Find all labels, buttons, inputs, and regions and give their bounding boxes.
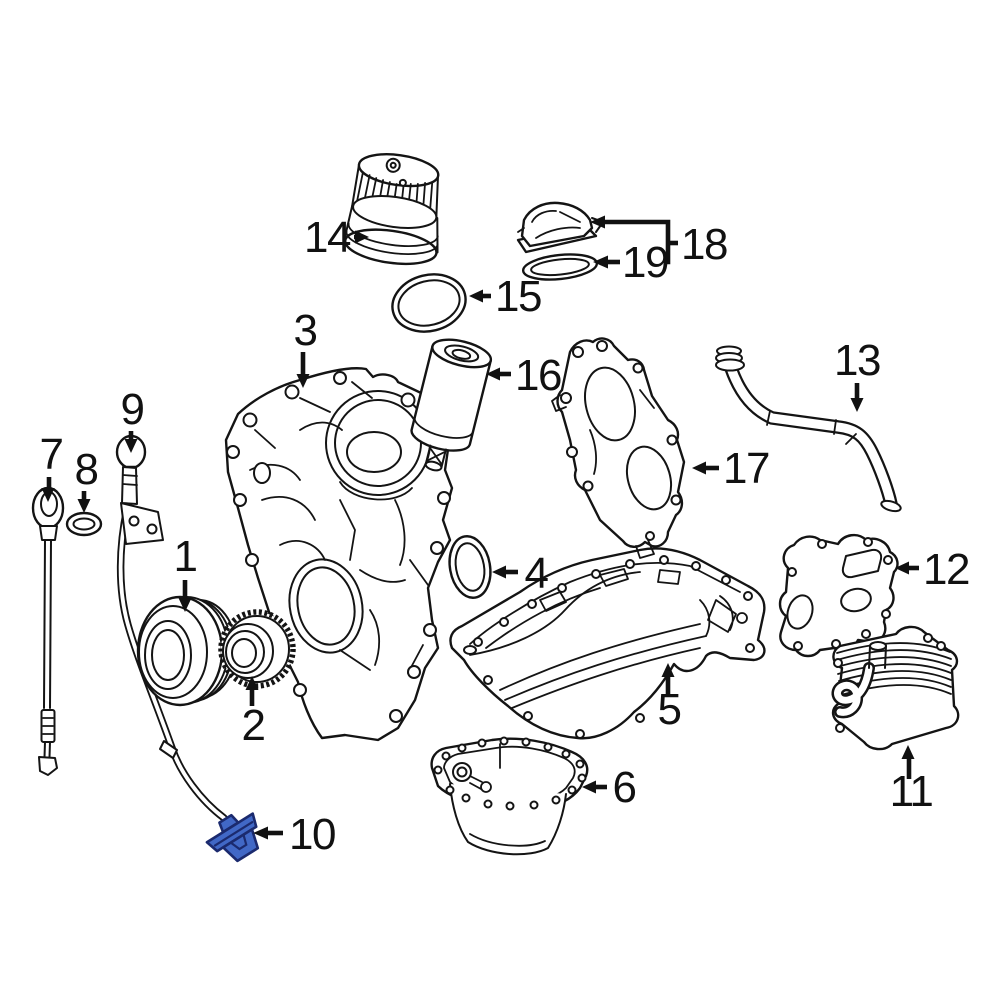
callout-17[interactable]: 17 xyxy=(692,444,770,493)
callout-8-number[interactable]: 8 xyxy=(75,445,100,494)
callout-1[interactable]: 1 xyxy=(174,532,199,612)
callout-17-number[interactable]: 17 xyxy=(723,444,770,493)
callout-9[interactable]: 9 xyxy=(121,385,146,453)
callout-8[interactable]: 8 xyxy=(75,445,100,513)
callout-5[interactable]: 5 xyxy=(658,663,683,734)
callout-18[interactable]: 18 xyxy=(590,215,728,270)
part-6-lower-oil-pan[interactable] xyxy=(430,736,589,856)
part-4-seal-ring[interactable] xyxy=(445,533,495,601)
callout-3-number[interactable]: 3 xyxy=(294,306,319,355)
callout-15[interactable]: 15 xyxy=(469,272,542,321)
callout-7-number[interactable]: 7 xyxy=(40,430,65,479)
callout-12-number[interactable]: 12 xyxy=(923,545,970,594)
callout-5-number[interactable]: 5 xyxy=(658,685,683,734)
part-5-upper-oil-pan[interactable] xyxy=(449,547,766,740)
part-11-oil-cooler[interactable] xyxy=(831,625,960,751)
callout-10-number[interactable]: 10 xyxy=(289,810,336,859)
callout-19-number[interactable]: 19 xyxy=(622,238,669,287)
callout-13[interactable]: 13 xyxy=(834,336,881,412)
callout-6-number[interactable]: 6 xyxy=(613,763,638,812)
callout-3[interactable]: 3 xyxy=(294,306,319,388)
callout-2[interactable]: 2 xyxy=(242,676,267,750)
part-15-cap-seal-ring[interactable] xyxy=(386,267,471,339)
callout-10[interactable]: 10 xyxy=(253,810,336,859)
callout-16[interactable]: 16 xyxy=(486,351,562,400)
part-7-dipstick[interactable] xyxy=(31,486,65,776)
callout-18-number[interactable]: 18 xyxy=(681,220,728,269)
callout-1-number[interactable]: 1 xyxy=(174,532,199,581)
callout-9-number[interactable]: 9 xyxy=(121,385,146,434)
callout-12[interactable]: 12 xyxy=(895,545,970,594)
part-2-sprocket[interactable] xyxy=(218,609,296,689)
part-10-tube-plug-highlighted[interactable] xyxy=(202,805,270,869)
part-18-filler-cap[interactable] xyxy=(516,201,604,254)
part-13-oil-pipe[interactable] xyxy=(715,345,902,514)
callout-4-number[interactable]: 4 xyxy=(525,549,551,598)
callout-15-number[interactable]: 15 xyxy=(495,272,542,321)
part-14-filter-cap[interactable] xyxy=(342,149,450,269)
part-8-tube-seal[interactable] xyxy=(65,511,103,537)
callout-11-number[interactable]: 11 xyxy=(890,767,934,816)
callout-4[interactable]: 4 xyxy=(492,549,551,598)
callout-6[interactable]: 6 xyxy=(582,763,638,812)
callout-19[interactable]: 19 xyxy=(593,238,669,287)
callout-14[interactable]: 14 xyxy=(304,213,369,262)
callout-14-number[interactable]: 14 xyxy=(304,213,352,262)
callout-11[interactable]: 11 xyxy=(890,745,934,816)
part-12-oil-cooler-gasket[interactable] xyxy=(778,533,899,658)
callout-2-number[interactable]: 2 xyxy=(242,701,267,750)
part-16-filter-element[interactable] xyxy=(403,335,493,478)
callout-7[interactable]: 7 xyxy=(40,430,65,502)
callout-16-number[interactable]: 16 xyxy=(515,351,562,400)
callout-13-number[interactable]: 13 xyxy=(834,336,881,385)
part-17-cover-plate[interactable] xyxy=(551,337,686,559)
